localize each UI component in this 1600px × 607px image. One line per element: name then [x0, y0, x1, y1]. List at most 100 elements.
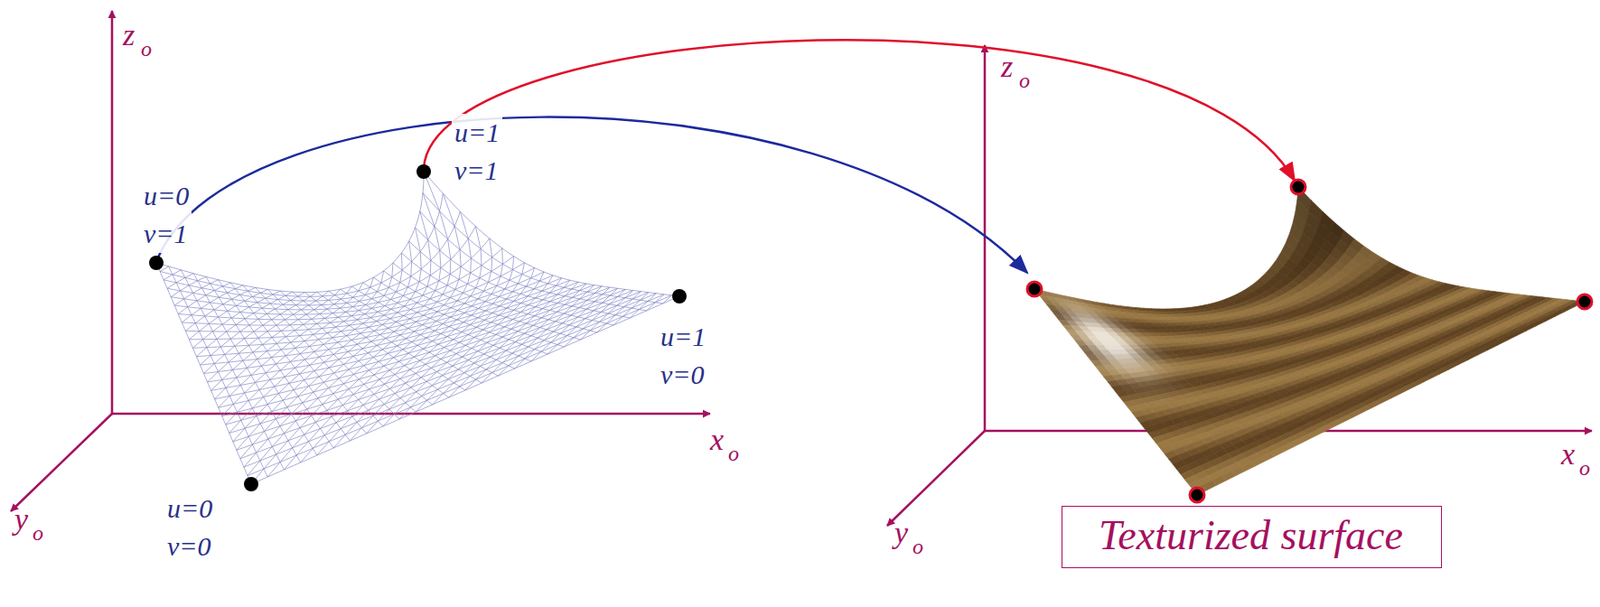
mesh-line: [253, 325, 263, 332]
mesh-line: [225, 377, 237, 388]
mesh-line: [527, 307, 536, 315]
mesh-line: [231, 294, 240, 300]
mesh-line: [231, 312, 241, 319]
mesh-line: [405, 331, 414, 339]
mesh-line: [592, 311, 602, 320]
mesh-line: [589, 321, 599, 331]
mesh-line: [489, 347, 500, 357]
mesh-line: [410, 360, 421, 370]
mesh-line: [276, 336, 286, 345]
mesh-line: [429, 344, 439, 353]
mesh-line: [338, 369, 349, 379]
mesh-line: [597, 323, 607, 333]
mesh-line: [437, 362, 448, 372]
mesh-line: [270, 370, 281, 380]
mesh-line: [415, 227, 422, 253]
mesh-line: [638, 300, 648, 309]
mesh-line: [156, 171, 424, 293]
mesh-line: [428, 240, 431, 262]
mesh-line: [327, 327, 336, 334]
mesh-line: [376, 315, 384, 322]
mesh-line: [222, 403, 234, 416]
mesh-line: [363, 318, 372, 324]
mesh-line: [377, 409, 389, 422]
mesh-line: [220, 338, 231, 347]
mesh-line: [379, 370, 390, 380]
mesh-line: [233, 428, 245, 442]
mesh-line: [167, 282, 177, 289]
mesh-line: [428, 320, 437, 328]
mesh-line: [328, 378, 339, 389]
mesh-line: [293, 309, 302, 315]
mesh-line: [395, 315, 403, 322]
mesh-line: [188, 331, 199, 340]
mesh-line: [339, 302, 347, 309]
mesh-line: [469, 258, 472, 273]
mesh-line: [364, 308, 373, 314]
mesh-line: [497, 365, 508, 376]
mesh-line: [229, 384, 241, 396]
mesh-line: [467, 238, 471, 259]
mesh-line: [471, 308, 479, 317]
mesh-line: [306, 309, 315, 315]
mesh-line: [465, 379, 477, 391]
mesh-line: [495, 350, 506, 360]
mesh-line: [317, 441, 329, 456]
mesh-line: [256, 404, 268, 417]
mesh-line: [351, 333, 361, 340]
mesh-line: [308, 339, 319, 347]
mesh-line: [229, 290, 634, 434]
mesh-line: [328, 429, 341, 442]
mesh-line: [421, 318, 431, 325]
mesh-line: [285, 347, 296, 356]
mesh-line: [449, 319, 458, 328]
mesh-line: [394, 383, 406, 393]
mesh-line: [431, 333, 441, 341]
mesh-line: [376, 338, 386, 347]
mesh-line: [462, 283, 468, 293]
mesh-line: [373, 403, 384, 416]
mesh-line: [541, 342, 552, 352]
mesh-line: [496, 276, 501, 287]
mesh-line: [464, 363, 475, 374]
mesh-line: [490, 257, 493, 272]
mesh-line: [484, 313, 493, 321]
mesh-line: [222, 288, 618, 416]
mesh-line: [487, 271, 491, 282]
mesh-line: [333, 434, 346, 449]
mesh-line: [393, 325, 403, 332]
z-axis: [111, 10, 114, 414]
mesh-line: [537, 329, 547, 338]
mesh-line: [593, 302, 602, 311]
mesh-line: [521, 296, 529, 304]
mesh-line: [280, 413, 292, 426]
mesh-line: [244, 296, 253, 301]
mesh-line: [442, 193, 455, 226]
mesh-line: [180, 270, 284, 470]
mesh-line: [363, 393, 375, 405]
mesh-line: [426, 372, 437, 383]
mesh-line: [191, 308, 201, 315]
mesh-line: [319, 308, 328, 314]
mesh-line: [535, 290, 543, 299]
mesh-line: [555, 278, 562, 286]
mesh-line: [240, 290, 249, 295]
mesh-line: [268, 426, 281, 440]
mesh-line: [613, 316, 623, 326]
mesh-line: [483, 281, 488, 291]
mesh-line: [187, 300, 197, 308]
mesh-line: [456, 345, 466, 354]
mesh-line: [251, 365, 262, 375]
mesh-line: [524, 349, 535, 359]
mesh-line: [389, 398, 401, 410]
mesh-line: [499, 339, 509, 348]
mesh-line: [267, 343, 278, 351]
mesh-line: [213, 324, 224, 332]
mesh-line: [452, 356, 463, 366]
mesh-line: [311, 404, 323, 417]
mesh-line: [422, 286, 428, 296]
mesh-line: [471, 339, 481, 348]
mesh-line: [383, 413, 395, 427]
mesh-line: [420, 327, 429, 336]
mesh-line: [208, 317, 218, 324]
